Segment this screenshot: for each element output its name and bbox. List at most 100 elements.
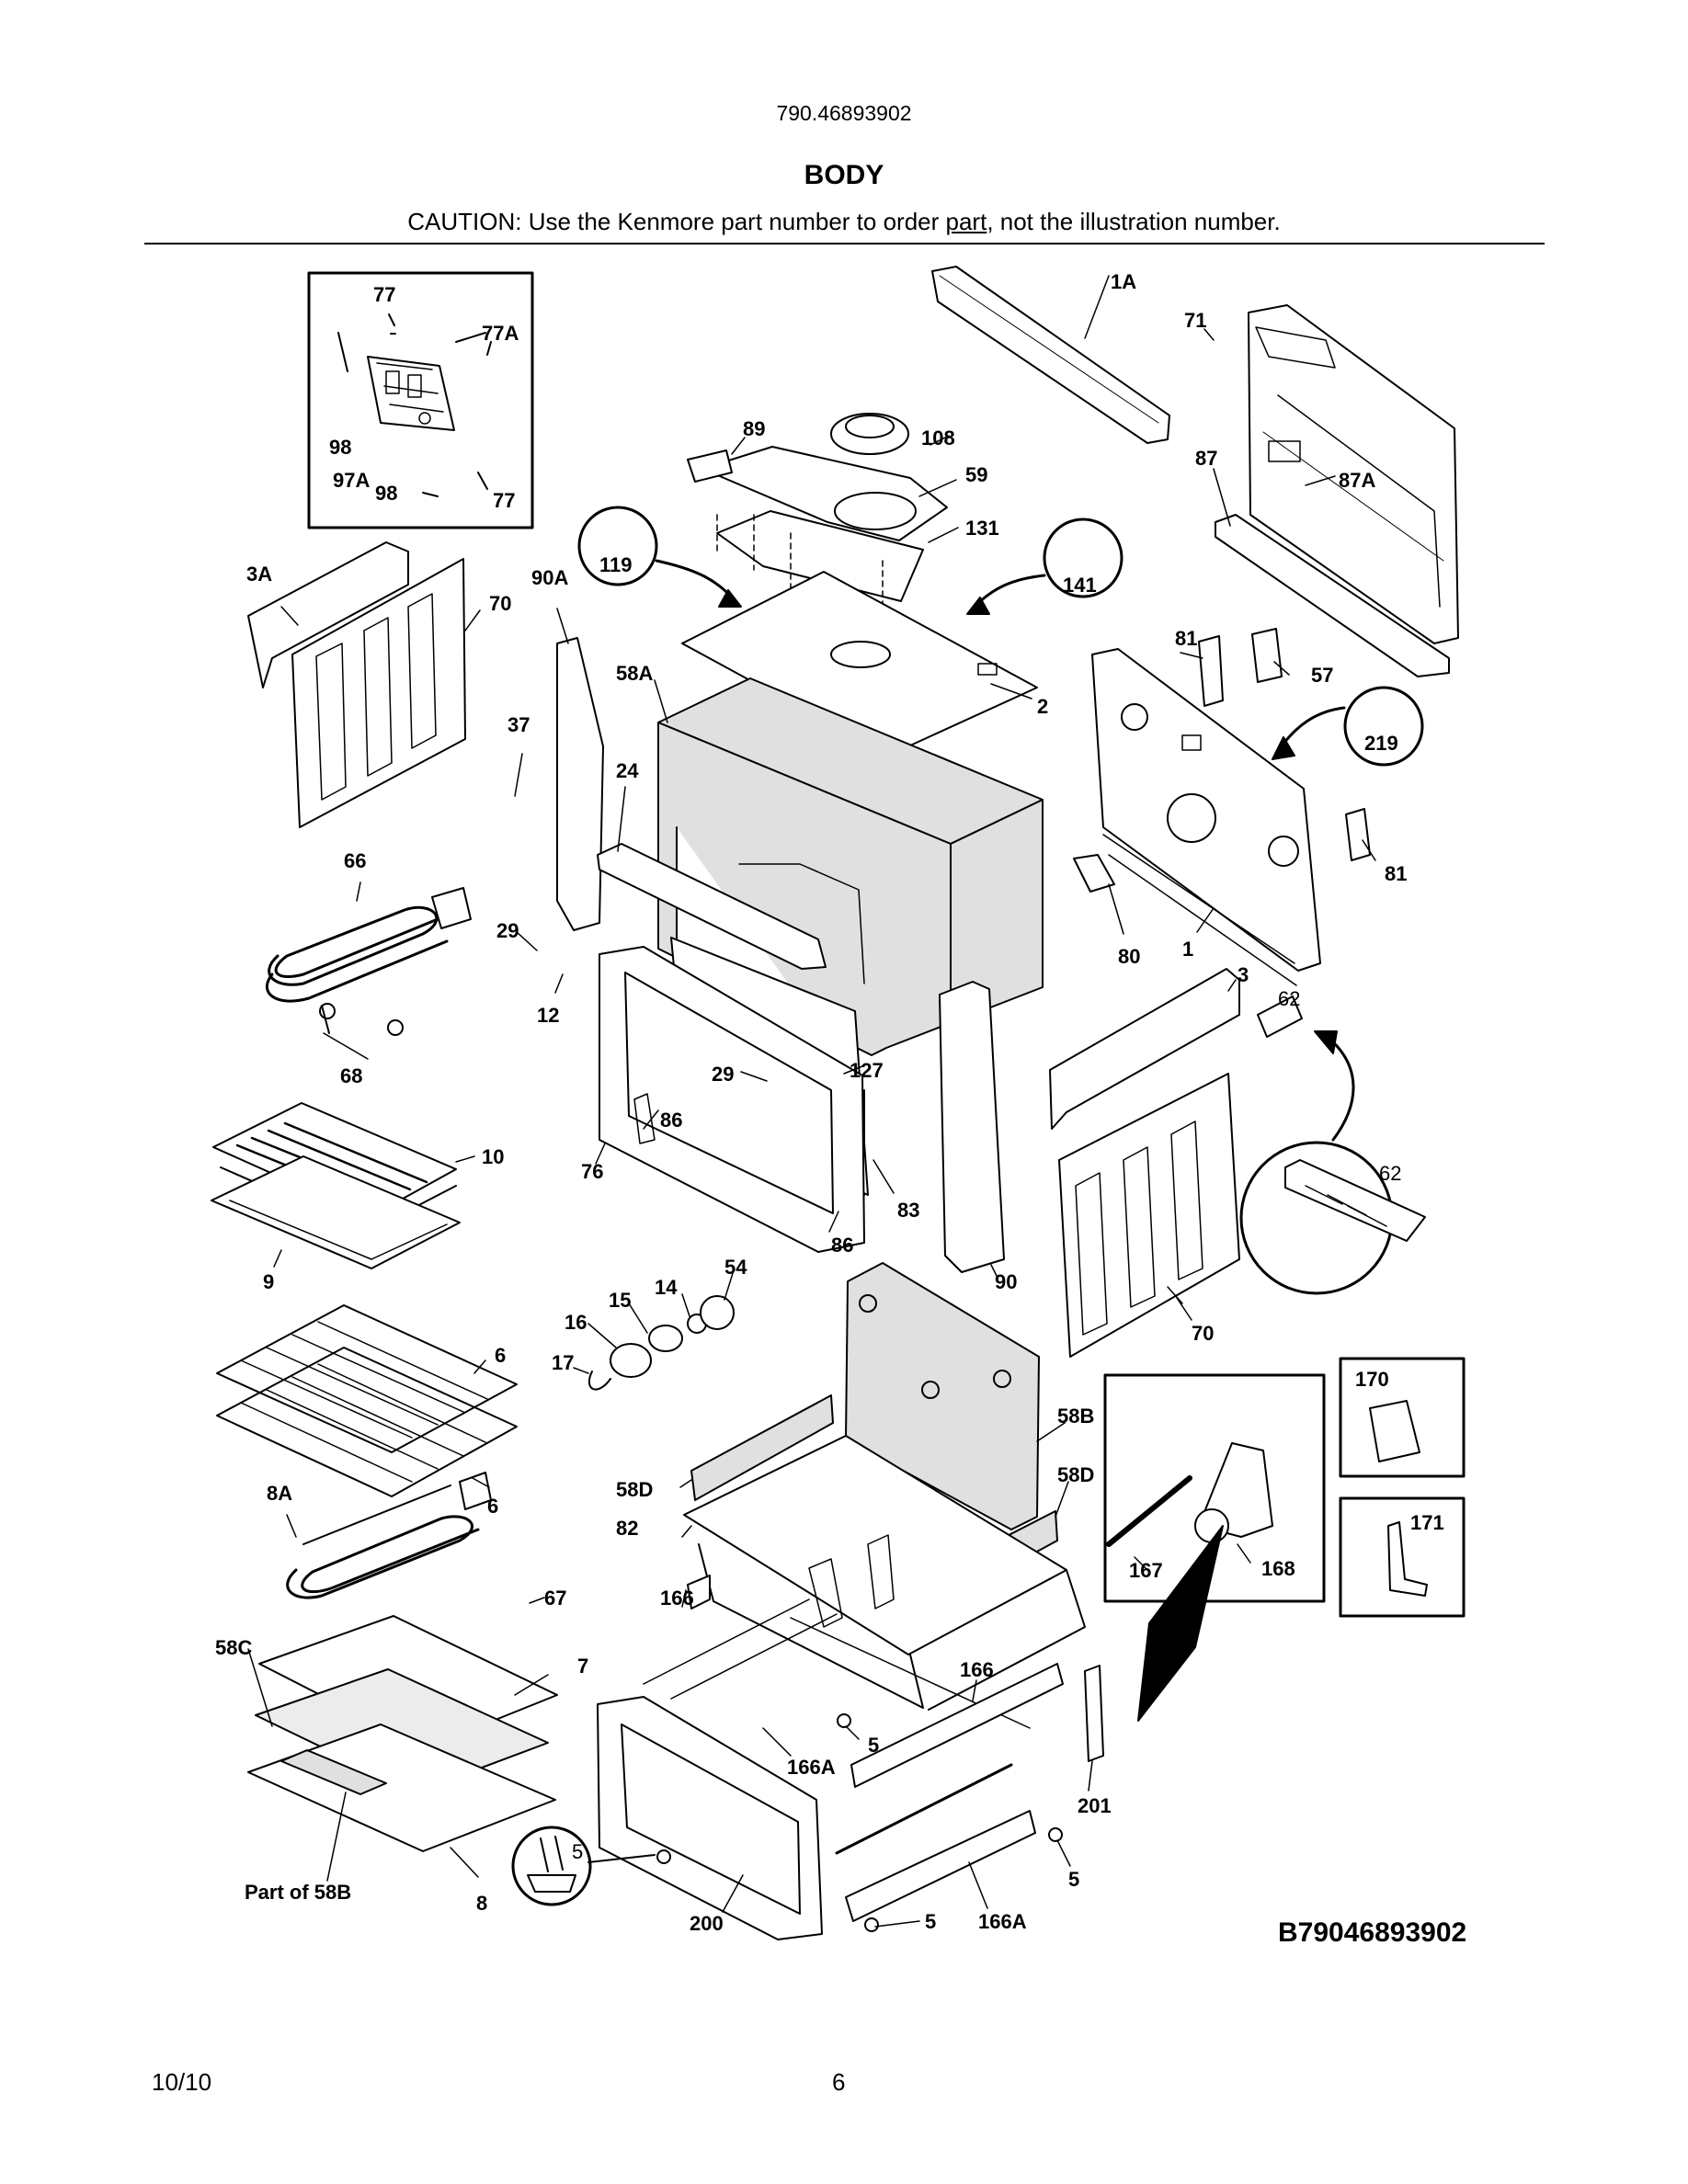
part-66-broil-element bbox=[266, 887, 472, 1036]
label-200: 200 bbox=[690, 1912, 724, 1935]
part-fan-assembly bbox=[687, 413, 948, 626]
label-62: 62 bbox=[1278, 987, 1300, 1010]
label-86-b: 86 bbox=[831, 1234, 853, 1257]
part-82-lower-chassis bbox=[683, 1435, 1086, 1711]
label-5-zoom: 5 bbox=[572, 1840, 583, 1863]
label-1: 1 bbox=[1182, 938, 1193, 961]
label-66: 66 bbox=[344, 849, 366, 872]
part-light-assembly bbox=[587, 1295, 735, 1391]
part-70-left-side bbox=[247, 541, 466, 828]
label-6-b: 6 bbox=[487, 1495, 498, 1518]
part-62-clip bbox=[1239, 995, 1426, 1295]
label-15: 15 bbox=[609, 1289, 631, 1312]
part-70-right-side bbox=[1049, 968, 1240, 1358]
footer-date: 10/10 bbox=[152, 2068, 212, 2096]
label-168: 168 bbox=[1261, 1557, 1295, 1580]
header-rule bbox=[144, 243, 1545, 245]
label-1a: 1A bbox=[1111, 270, 1136, 293]
caution-link: part bbox=[945, 208, 987, 235]
caution-text-start: CAUTION: Use the Kenmore part number to … bbox=[407, 208, 946, 235]
label-70: 70 bbox=[489, 592, 511, 615]
label-80: 80 bbox=[1118, 945, 1140, 968]
part-6-oven-racks bbox=[216, 1304, 518, 1497]
label-5-c: 5 bbox=[925, 1910, 936, 1933]
label-57: 57 bbox=[1311, 664, 1333, 687]
label-89: 89 bbox=[743, 417, 765, 440]
label-62-zoom: 62 bbox=[1379, 1162, 1401, 1185]
label-90a: 90A bbox=[531, 566, 568, 589]
caution-note: CAUTION: Use the Kenmore part number to … bbox=[0, 208, 1688, 236]
label-219: 219 bbox=[1364, 732, 1398, 755]
label-58c: 58C bbox=[215, 1636, 252, 1659]
label-16: 16 bbox=[565, 1311, 587, 1334]
part-76-oven-frame bbox=[599, 946, 865, 1253]
label-5: 5 bbox=[868, 1734, 879, 1757]
label-108: 108 bbox=[921, 427, 955, 449]
label-167: 167 bbox=[1129, 1559, 1163, 1582]
label-6: 6 bbox=[495, 1344, 506, 1367]
label-58b: 58B bbox=[1057, 1405, 1094, 1428]
label-166a: 166A bbox=[787, 1756, 836, 1779]
callout-bubbles bbox=[577, 506, 1424, 767]
part-labels: 77 77A 98 97A 98 77 1A 71 87 87A 89 108 … bbox=[215, 270, 1466, 1948]
label-201: 201 bbox=[1078, 1794, 1112, 1817]
label-131: 131 bbox=[965, 517, 999, 540]
label-87a: 87A bbox=[1339, 469, 1375, 492]
label-37: 37 bbox=[508, 713, 530, 736]
label-2: 2 bbox=[1037, 695, 1048, 718]
page-number: 6 bbox=[832, 2068, 846, 2096]
label-127: 127 bbox=[850, 1059, 884, 1082]
label-71: 71 bbox=[1184, 309, 1206, 332]
label-170: 170 bbox=[1355, 1368, 1389, 1391]
label-82: 82 bbox=[616, 1517, 638, 1540]
inset-drawer-roller bbox=[1103, 1373, 1326, 1722]
part-67-bake-element bbox=[286, 1472, 492, 1599]
part-200-drawer-frame bbox=[597, 1575, 1104, 1940]
label-166a-b: 166A bbox=[978, 1910, 1027, 1933]
label-3a: 3A bbox=[246, 563, 272, 586]
label-77-b: 77 bbox=[493, 489, 515, 512]
part-5-levelers bbox=[511, 1713, 1063, 1932]
label-68: 68 bbox=[340, 1064, 362, 1087]
part-10-broiler-pan bbox=[211, 1102, 461, 1269]
label-97a: 97A bbox=[333, 469, 370, 492]
label-3: 3 bbox=[1237, 963, 1249, 986]
caution-text-end: , not the illustration number. bbox=[987, 208, 1281, 235]
label-70-b: 70 bbox=[1192, 1322, 1214, 1345]
part-90-strip bbox=[939, 981, 1005, 1273]
label-81: 81 bbox=[1175, 627, 1197, 650]
label-81-b: 81 bbox=[1385, 862, 1407, 885]
label-87: 87 bbox=[1195, 447, 1217, 470]
label-12: 12 bbox=[537, 1004, 559, 1027]
label-90: 90 bbox=[995, 1270, 1017, 1293]
leader-lines bbox=[247, 275, 1376, 1928]
inset-brackets-170-171 bbox=[1339, 1357, 1466, 1618]
label-76: 76 bbox=[581, 1160, 603, 1183]
label-58d-b: 58D bbox=[1057, 1463, 1094, 1486]
label-98: 98 bbox=[329, 436, 351, 459]
label-86: 86 bbox=[660, 1109, 682, 1132]
diagram-code: B79046893902 bbox=[1278, 1917, 1466, 1948]
part-71-back-panel bbox=[1215, 304, 1459, 677]
part-57-bracket bbox=[1251, 628, 1283, 683]
label-83: 83 bbox=[897, 1199, 919, 1222]
label-54: 54 bbox=[724, 1256, 747, 1279]
label-77a: 77A bbox=[482, 322, 519, 345]
label-9: 9 bbox=[263, 1270, 274, 1293]
label-24: 24 bbox=[616, 759, 639, 782]
label-166-b: 166 bbox=[960, 1658, 994, 1681]
label-14: 14 bbox=[655, 1276, 678, 1299]
label-77: 77 bbox=[373, 283, 395, 306]
label-58a: 58A bbox=[616, 662, 653, 685]
label-5-b: 5 bbox=[1068, 1868, 1079, 1891]
page-title: BODY bbox=[804, 160, 884, 190]
part-7-bake-plate bbox=[247, 1615, 558, 1852]
label-67: 67 bbox=[544, 1587, 566, 1610]
label-171: 171 bbox=[1410, 1511, 1444, 1534]
label-119: 119 bbox=[599, 553, 633, 576]
part-1a-bracket bbox=[931, 266, 1170, 444]
part-90a-strip bbox=[556, 637, 604, 931]
label-part-of-58b: Part of 58B bbox=[245, 1881, 351, 1904]
label-17: 17 bbox=[552, 1351, 574, 1374]
